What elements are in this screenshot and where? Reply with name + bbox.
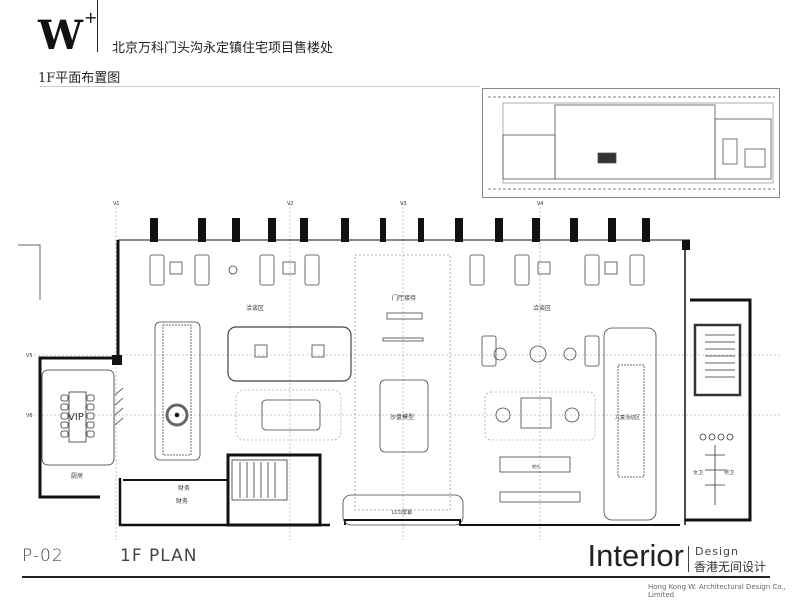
brand-cn: 香港无间设计 [694, 560, 767, 574]
divider [22, 576, 770, 578]
brand-logo: W [38, 12, 83, 59]
brand-logo-plus: + [84, 8, 98, 27]
plan-label: 1F PLAN [120, 546, 198, 566]
columns [112, 218, 690, 365]
room-label-kids-area: 儿童活动区 [615, 414, 640, 421]
project-title: 北京万科门头沟永定镇住宅项目售楼处 [112, 41, 334, 56]
page-number: P-02 [22, 546, 64, 566]
room-label-lcd: LCD屏幕 [392, 509, 412, 516]
vip-room [41, 369, 124, 466]
room-label-men-wc: 男卫 [724, 470, 734, 476]
room-label-women-wc: 女卫 [693, 469, 703, 476]
room-label-lobby-reception: 门厅接待 [392, 294, 416, 302]
grid-axis-label: V6 [26, 413, 33, 419]
divider [40, 86, 480, 87]
room-label-vip: VIP [68, 412, 84, 423]
room-label-finance: 财务 [176, 497, 188, 505]
company-name: Hong Kong W. Architectural Design Co., L… [648, 583, 786, 599]
grid-axis-label: V3 [400, 201, 407, 207]
walls [18, 239, 752, 527]
drawing-title: 1F平面布置图 [38, 71, 121, 86]
grid-lines [30, 203, 780, 540]
floor-plan: V1 V2 V3 V4 V5 V6 [18, 201, 780, 540]
room-label-bar: 吧台 [532, 463, 540, 469]
grid-axis-label: V1 [113, 201, 120, 207]
brand-sub: Design [695, 545, 739, 558]
furniture [149, 254, 657, 526]
divider [97, 0, 98, 52]
key-plan [482, 88, 780, 198]
stair-core [231, 323, 742, 505]
room-label-finance: 财务 [178, 484, 190, 492]
room-label-kitchen: 厨房 [71, 472, 83, 480]
room-label-negotiation-right: 洽谈区 [533, 304, 551, 312]
grid-axis-label: V2 [287, 201, 294, 207]
brand-name: Interior [587, 538, 684, 573]
room-label-negotiation-left: 洽谈区 [246, 304, 264, 312]
divider [688, 546, 689, 572]
grid-axis-label: V5 [26, 353, 33, 359]
grid-axis-label: V4 [537, 201, 544, 207]
room-label-sand-table: 沙盘模型 [390, 413, 414, 421]
